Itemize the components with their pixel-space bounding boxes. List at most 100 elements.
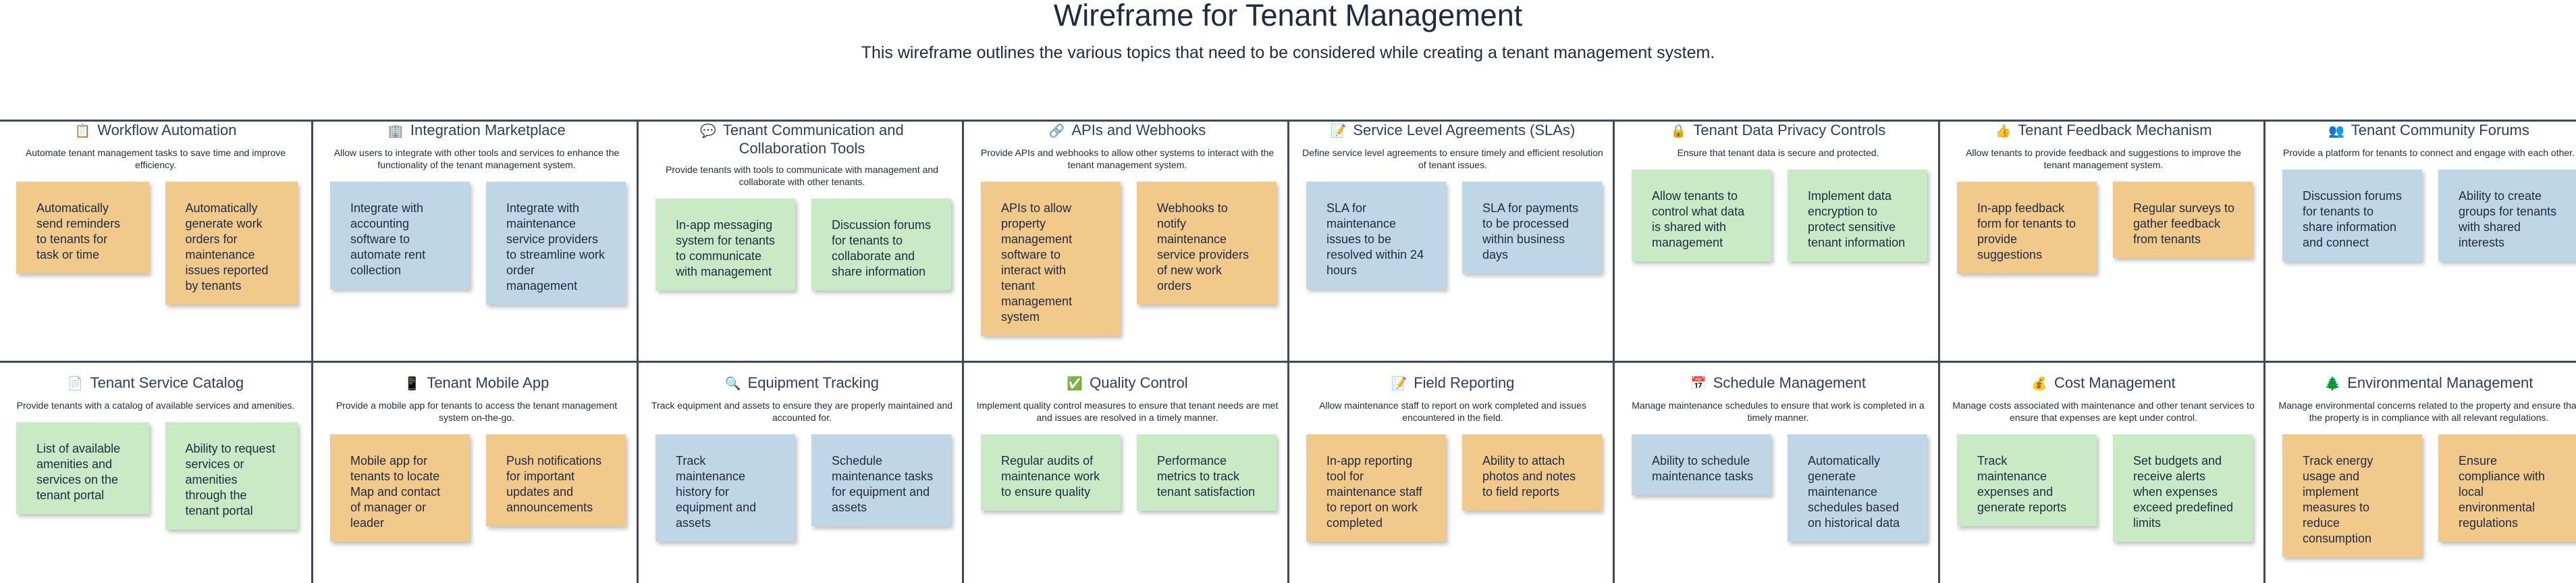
section-description: Allow users to integrate with other tool… [333,147,620,170]
section-title-text: Field Reporting [1414,374,1515,391]
sticky-note-group: Track maintenance history for equipment … [639,434,965,542]
section-description: Provide APIs and webhooks to allow other… [980,147,1274,170]
sticky-note[interactable]: Set budgets and receive alerts when expe… [2113,434,2253,542]
memo-icon: 📝 [1391,377,1407,391]
section-title: 📱 Tenant Mobile App [314,374,639,392]
sticky-note[interactable]: Integrate with maintenance service provi… [486,182,626,305]
sticky-note[interactable]: Track maintenance expenses and generate … [1957,434,2097,526]
sticky-note[interactable]: APIs to allow property management softwa… [981,182,1121,336]
sticky-note[interactable]: Track maintenance history for equipment … [655,434,795,542]
section-title: 📝Service Level Agreements (SLAs) [1290,122,1615,140]
sticky-note-group: Ability to schedule maintenance tasks Aut… [1615,434,1941,542]
section-description: Manage environmental concerns related to… [2278,400,2576,423]
section-title: 📅Schedule Management [1615,374,1941,392]
sticky-note[interactable]: Automatically generate maintenance sched… [1788,434,1927,542]
sticky-note[interactable]: Regular audits of maintenance work to en… [981,434,1121,511]
section-description: Track equipment and assets to ensure the… [651,400,953,423]
sticky-note[interactable]: Ability to attach photos and notes to fi… [1462,434,1602,511]
mobile-phone-icon: 📱 [404,377,421,391]
people-icon: 👥 [2328,124,2344,138]
sticky-note[interactable]: Push notifications for important updates… [486,434,626,526]
grid-divider-col-2 [637,120,639,583]
section-title-text: Tenant Community Forums [2351,122,2529,138]
sticky-note[interactable]: Automatically generate work orders for m… [165,182,298,305]
sticky-note[interactable]: Allow tenants to control what data is sh… [1632,170,1771,261]
section-title-text: Tenant Mobile App [427,374,549,391]
tree-icon: 🌲 [2324,377,2341,391]
section-description: Provide a mobile app for tenants to acce… [336,400,618,423]
sticky-note-group: In-app feedback form for tenants to prov… [1941,182,2266,274]
page-title: Wireframe for Tenant Management [1053,0,1523,32]
sticky-note[interactable]: Ability to request services or amenities… [165,422,298,530]
lock-icon: 🔒 [1670,124,1687,138]
section-description: Provide tenants with tools to communicat… [666,164,938,187]
section-title: 🔒 Tenant Data Privacy Controls [1615,122,1941,140]
building-icon: 🏢 [387,124,404,138]
sticky-note[interactable]: Track energy usage and implement measure… [2282,434,2422,557]
section-title-text: Cost Management [2054,374,2176,391]
sticky-note-group: In-app messaging system for tenants to c… [639,199,965,290]
topic-section: 📝Service Level Agreements (SLAs)Define s… [1290,122,1615,289]
sticky-note[interactable]: Webhooks to notify maintenance service p… [1137,182,1277,305]
sticky-note[interactable]: Integrate with accounting software to au… [330,182,470,289]
sticky-note[interactable]: In-app feedback form for tenants to prov… [1957,182,2097,274]
section-description: Manage maintenance schedules to ensure t… [1632,400,1925,423]
clipboard-icon: 📋 [74,124,91,138]
section-description: Provide tenants with a catalog of availa… [16,400,295,411]
sticky-note[interactable]: Ability to create groups for tenants wit… [2438,170,2576,261]
sticky-note-group: SLA for maintenance issues to be resolve… [1290,182,1615,289]
sticky-note[interactable]: Ensure compliance with local environment… [2438,434,2576,542]
sticky-note[interactable]: Implement data encryption to protect sen… [1788,170,1927,261]
sticky-note[interactable]: SLA for payments to be processed within … [1462,182,1602,274]
money-bag-icon: 💰 [2031,377,2047,391]
sticky-note[interactable]: Discussion forums for tenants to share i… [2282,170,2422,261]
sticky-note[interactable]: Regular surveys to gather feedback from … [2113,182,2253,258]
section-title: 🔗APIs and Webhooks [965,122,1290,140]
section-title: 📝 Field Reporting [1290,374,1615,392]
sticky-note[interactable]: Automatically send reminders to tenants … [16,182,149,274]
sticky-note[interactable]: SLA for maintenance issues to be resolve… [1306,182,1446,289]
sticky-note-group: APIs to allow property management softwa… [965,182,1290,336]
grid-divider-col-1 [311,120,313,583]
section-description: Implement quality control measures to en… [976,400,1279,423]
section-title-text: Schedule Management [1713,374,1866,391]
section-title: 🌲Environmental Management [2266,374,2576,392]
sticky-note-group: Mobile app for tenants to locate Map and… [314,434,639,542]
section-title: 💬Tenant Communication and Collaboration … [639,122,965,157]
section-description: Allow tenants to provide feedback and su… [1966,147,2241,170]
memo-icon: 📝 [1330,124,1347,138]
sticky-note[interactable]: In-app messaging system for tenants to c… [655,199,795,290]
sticky-note[interactable]: Ability to schedule maintenance tasks [1632,434,1771,495]
section-description: Automate tenant management tasks to save… [25,147,286,170]
section-title: 📄Tenant Service Catalog [0,374,311,392]
section-description: Ensure that tenant data is secure and pr… [1677,147,1879,158]
section-title-text: Tenant Data Privacy Controls [1693,122,1886,138]
section-title: 🏢Integration Marketplace [314,122,639,140]
section-description: Allow maintenance staff to report on wor… [1319,400,1586,423]
grid-divider-col-4 [1287,120,1289,583]
sticky-note-group: Automatically send reminders to tenants … [0,182,311,305]
sticky-note[interactable]: Discussion forums for tenants to collabo… [811,199,951,290]
sticky-note[interactable]: Mobile app for tenants to locate Map and… [330,434,470,542]
section-title: 👍Tenant Feedback Mechanism [1941,122,2266,140]
thumbs-up-icon: 👍 [1995,124,2012,138]
sticky-note[interactable]: Performance metrics to track tenant sati… [1137,434,1277,511]
sticky-note[interactable]: List of available amenities and services… [16,422,149,514]
section-title-text: Quality Control [1090,374,1188,391]
sticky-note[interactable]: Schedule maintenance tasks for equipment… [811,434,951,526]
grid-divider-col-6 [1938,120,1940,583]
sticky-note-group: Integrate with accounting software to au… [314,182,639,305]
sticky-note-group: Track maintenance expenses and generate … [1941,434,2266,542]
section-title: ✅Quality Control [965,374,1290,392]
sticky-note-group: List of available amenities and services… [0,422,311,530]
sticky-note[interactable]: In-app reporting tool for maintenance st… [1306,434,1446,542]
